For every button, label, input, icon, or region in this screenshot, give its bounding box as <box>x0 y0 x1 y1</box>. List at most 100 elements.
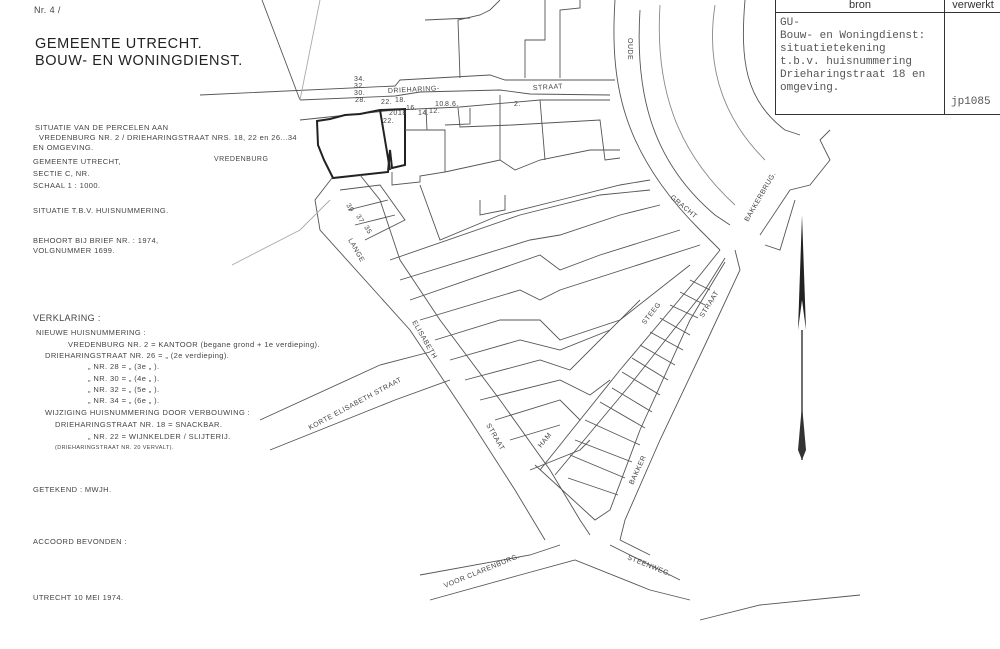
parcel-line <box>449 329 611 361</box>
house-number: 12. <box>429 108 440 115</box>
canal-wall <box>712 4 766 161</box>
legend-change-title: WIJZIGING HUISNUMMERING DOOR VERBOUWING … <box>45 408 251 417</box>
legend-row: „ NR. 32 = „ (5e „ ). <box>88 385 160 394</box>
label-straat: STRAAT <box>533 83 564 92</box>
parcel-line <box>419 244 701 321</box>
canal-edge <box>742 0 801 136</box>
street-edge <box>419 544 561 576</box>
legend-row: DRIEHARINGSTRAAT NR. 26 = „ (2e verdiepi… <box>45 351 230 360</box>
parcel-line <box>339 184 406 241</box>
parcel-line <box>494 399 581 421</box>
street-edge <box>429 559 691 601</box>
house-number: 34. <box>354 76 365 83</box>
parcel-line <box>524 0 546 78</box>
house-number: 14. <box>418 110 429 117</box>
parcel-line <box>457 0 501 79</box>
subject-parcel-divider <box>379 109 391 171</box>
section: SECTIE C, NR. <box>33 169 90 178</box>
parcel-line <box>457 107 621 161</box>
label-drieharing: DRIEHARING- <box>388 85 440 95</box>
parcel-line <box>619 539 651 556</box>
street-edge <box>259 351 431 421</box>
archive-card: bron verwerkt GU- Bouw- en Woningdienst:… <box>775 0 1000 115</box>
house-number: 22. <box>383 118 394 125</box>
house-number: 10. <box>435 101 446 108</box>
street-edge <box>759 129 831 236</box>
house-number: 2. <box>514 101 521 108</box>
house-number: 30. <box>354 90 365 97</box>
parcel-line <box>425 107 428 131</box>
label-elisabeth: ELISABETH <box>410 320 438 361</box>
subject-parcel <box>315 107 406 180</box>
drawn-by: GETEKEND : MWJH. <box>33 485 112 494</box>
house-number: 32. <box>354 83 365 90</box>
street-edge <box>534 261 726 521</box>
parcel-line <box>529 439 591 471</box>
label-bakkerbrug: BAKKERBRUG. <box>744 171 778 223</box>
street-edge <box>359 174 591 536</box>
legend-change-row: „ NR. 22 = WIJNKELDER / SLIJTERIJ. <box>88 432 231 441</box>
approved: ACCOORD BEVONDEN : <box>33 537 127 546</box>
house-number: 35 <box>362 225 372 236</box>
row-houses <box>567 279 711 496</box>
parcel-line <box>354 214 396 226</box>
street-edge <box>269 379 451 451</box>
processed-code: jp1085 <box>951 96 991 108</box>
label-gracht: GRACHT <box>669 194 699 220</box>
situation-line-2: VREDENBURG NR. 2 / DRIEHARINGSTRAAT NRS.… <box>39 133 297 142</box>
parcel-line <box>409 229 681 301</box>
street-edge <box>764 199 796 251</box>
street-edge <box>299 89 611 101</box>
house-number: 37 <box>354 214 364 225</box>
north-arrow <box>798 215 806 460</box>
parcel-line <box>444 108 471 126</box>
canal-wall <box>658 4 736 206</box>
house-number: 8. <box>445 101 452 108</box>
legend-row: „ NR. 34 = „ (6e „ ). <box>88 396 160 405</box>
parcel-line <box>444 149 620 173</box>
parcel-line <box>479 195 506 216</box>
parcel-line <box>231 199 331 266</box>
parcel-line <box>434 264 691 341</box>
scale: SCHAAL 1 : 1000. <box>33 181 101 190</box>
title-line-2: BOUW- EN WONINGDIENST. <box>35 53 243 69</box>
label-vredenburg: VREDENBURG <box>214 156 268 163</box>
legend-row: „ NR. 28 = „ (3e „ ). <box>88 362 160 371</box>
parcel-line <box>419 179 651 241</box>
house-number: 18. <box>395 97 406 104</box>
legend-note: (DRIEHARINGSTRAAT NR. 20 VERVALT). <box>55 445 174 451</box>
street-edge <box>539 249 721 471</box>
legend-row: VREDENBURG NR. 2 = KANTOOR (begane grond… <box>68 340 320 349</box>
parcel-line <box>399 204 661 281</box>
parcel-line <box>391 129 446 186</box>
place-date: UTRECHT 10 MEI 1974. <box>33 593 124 602</box>
label-korte-elisabeth: KORTE ELISABETH STRAAT <box>308 376 404 431</box>
label-steenweg: STEENWEG. <box>626 554 672 578</box>
parcel-line <box>424 17 471 21</box>
drawing-number: Nr. 4 / <box>34 5 61 15</box>
street-edge <box>619 249 741 541</box>
label-oude: OUDE <box>626 38 633 60</box>
label-lange: LANGE <box>346 238 365 264</box>
situation-line-1: SITUATIE VAN DE PERCELEN AAN <box>35 123 169 132</box>
house-number: 28. <box>355 97 366 104</box>
house-number: 16. <box>406 105 417 112</box>
sequence-number: VOLGNUMMER 1699. <box>33 246 115 255</box>
parcel-line <box>509 424 561 441</box>
situation-line-3: EN OMGEVING. <box>33 143 94 152</box>
source-text: GU- Bouw- en Woningdienst: situatieteken… <box>776 13 945 114</box>
label-ham: HAM <box>537 432 553 450</box>
label-voor-clarenburg: VOOR CLARENBURG. <box>443 553 521 590</box>
street-edge <box>699 594 861 621</box>
title-line-1: GEMEENTE UTRECHT. <box>35 36 203 52</box>
street-edge <box>554 257 726 476</box>
purpose: SITUATIE T.B.V. HUISNUMMERING. <box>33 206 169 215</box>
canal-edge <box>613 0 721 251</box>
parcel-line <box>539 99 546 161</box>
street-edge <box>199 74 615 96</box>
parcel-line <box>261 0 301 101</box>
parcel-line <box>464 299 641 381</box>
house-number: 18 <box>398 110 407 117</box>
legend-row: „ NR. 30 = „ (4e „ ). <box>88 374 160 383</box>
